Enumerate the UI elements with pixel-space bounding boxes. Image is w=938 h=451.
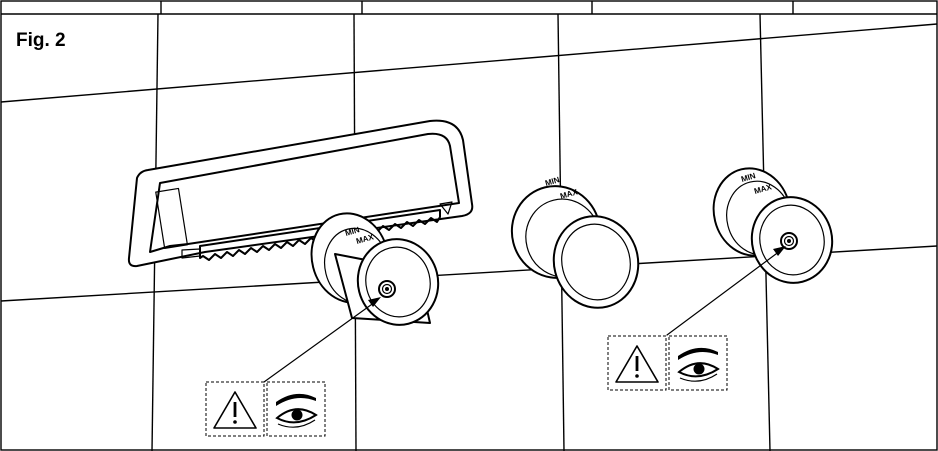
inspect-callout-right: [668, 335, 728, 391]
eye-icon: [275, 393, 318, 428]
svg-text:MIN: MIN: [344, 225, 361, 238]
valve-right: MIN MAX: [712, 167, 834, 284]
figure-label: Fig. 2: [14, 30, 68, 52]
inspect-callout-left: [266, 381, 326, 437]
warning-triangle-icon: [615, 345, 659, 383]
hacksaw: [127, 119, 474, 268]
eye-icon: [677, 347, 720, 382]
warning-callout-left: [205, 381, 265, 437]
leader-lines: [263, 246, 786, 383]
valve-left: MIN MAX: [310, 212, 440, 326]
valve-right-min-label: MIN: [740, 171, 757, 184]
warning-callout-right: [607, 335, 667, 391]
valve-sleeve-center: MIN MAX: [510, 175, 640, 309]
valve-center-min-label: MIN: [544, 175, 561, 188]
warning-triangle-icon: [213, 391, 257, 429]
